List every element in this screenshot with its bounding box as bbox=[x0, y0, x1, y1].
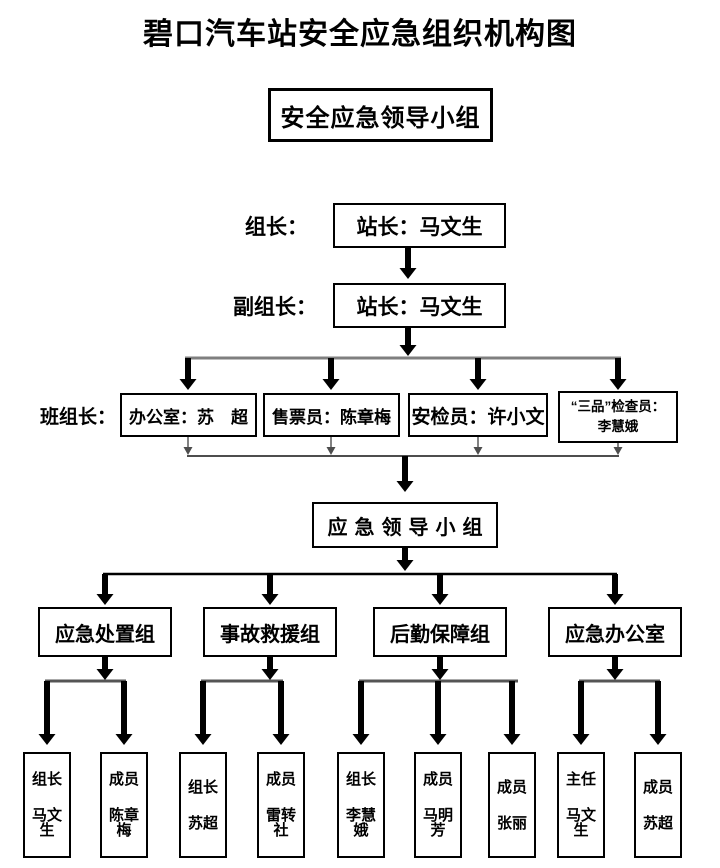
box-member: 成员 雷转社 bbox=[257, 752, 305, 858]
box-emergency-leading-group: 应急领导小组 bbox=[312, 502, 498, 548]
box-branch-emergency-handling: 应急处置组 bbox=[38, 607, 172, 657]
box-member: 成员 苏超 bbox=[634, 752, 682, 858]
member-name: 陈章梅 bbox=[108, 807, 139, 839]
box-member: 组长 马文生 bbox=[23, 752, 71, 858]
box-member: 成员 马明芳 bbox=[414, 752, 462, 858]
member-role: 组长 bbox=[187, 778, 218, 796]
box-team-leader-office: 办公室：苏 超 bbox=[120, 393, 257, 437]
label-deputy-leader: 副组长： bbox=[233, 295, 317, 319]
member-name: 苏超 bbox=[187, 814, 218, 832]
member-role: 成员 bbox=[265, 771, 296, 788]
inspector-name: 李慧娥 bbox=[597, 419, 639, 434]
box-branch-logistics-support: 后勤保障组 bbox=[373, 607, 507, 657]
chart-title: 碧口汽车站安全应急组织机构图 bbox=[143, 18, 577, 51]
member-role: 主任 bbox=[565, 771, 596, 788]
member-name: 马文生 bbox=[31, 807, 62, 839]
member-role: 组长 bbox=[31, 771, 62, 788]
box-team-leader-ticket-seller: 售票员：陈章梅 bbox=[263, 393, 400, 437]
inspector-title: “三品”检查员： bbox=[570, 398, 666, 414]
member-role: 成员 bbox=[108, 771, 139, 788]
member-role: 成员 bbox=[422, 771, 453, 788]
member-name: 苏超 bbox=[642, 814, 673, 832]
label-group-leader: 组长： bbox=[245, 215, 308, 239]
box-branch-emergency-office: 应急办公室 bbox=[548, 607, 682, 657]
member-role: 成员 bbox=[642, 778, 673, 796]
box-branch-accident-rescue: 事故救援组 bbox=[203, 607, 337, 657]
member-role: 成员 bbox=[496, 778, 527, 796]
member-role: 组长 bbox=[345, 771, 376, 788]
box-member: 组长 李慧娥 bbox=[337, 752, 385, 858]
box-group-leader: 站长：马文生 bbox=[333, 203, 506, 248]
box-team-leader-three-items-inspector: “三品”检查员： 李慧娥 bbox=[558, 391, 678, 443]
label-team-leaders: 班组长： bbox=[39, 406, 116, 428]
member-name: 雷转社 bbox=[265, 807, 296, 839]
box-team-leader-security-inspector: 安检员：许小文 bbox=[408, 393, 548, 437]
member-name: 张丽 bbox=[496, 814, 527, 832]
member-name: 马文生 bbox=[565, 807, 596, 839]
member-name: 李慧娥 bbox=[345, 807, 376, 839]
box-member: 成员 陈章梅 bbox=[100, 752, 148, 858]
member-name: 马明芳 bbox=[422, 807, 453, 839]
box-deputy-leader: 站长：马文生 bbox=[333, 283, 506, 328]
box-member: 主任 马文生 bbox=[557, 752, 605, 858]
box-safety-emergency-leading-group: 安全应急领导小组 bbox=[268, 88, 493, 142]
box-member: 成员 张丽 bbox=[488, 752, 536, 858]
box-member: 组长 苏超 bbox=[179, 752, 227, 858]
